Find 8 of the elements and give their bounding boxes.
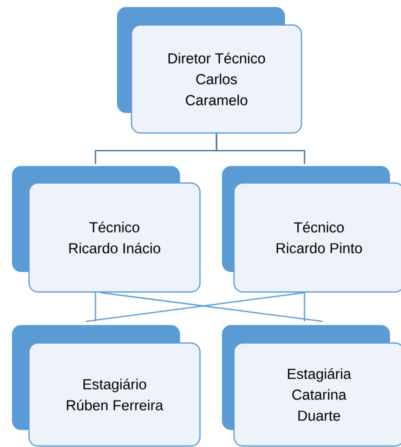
connector xyxy=(94,292,96,322)
connector xyxy=(216,134,306,164)
org-box: Diretor Técnico Carlos Caramelo xyxy=(117,7,302,134)
org-box: Estagiária Catarina Duarte xyxy=(222,325,401,447)
connector xyxy=(304,292,306,322)
org-box: Técnico Ricardo Pinto xyxy=(222,166,401,293)
org-box: Técnico Ricardo Inácio xyxy=(12,166,201,293)
org-box: Estagiário Rúben Ferreira xyxy=(12,325,201,447)
